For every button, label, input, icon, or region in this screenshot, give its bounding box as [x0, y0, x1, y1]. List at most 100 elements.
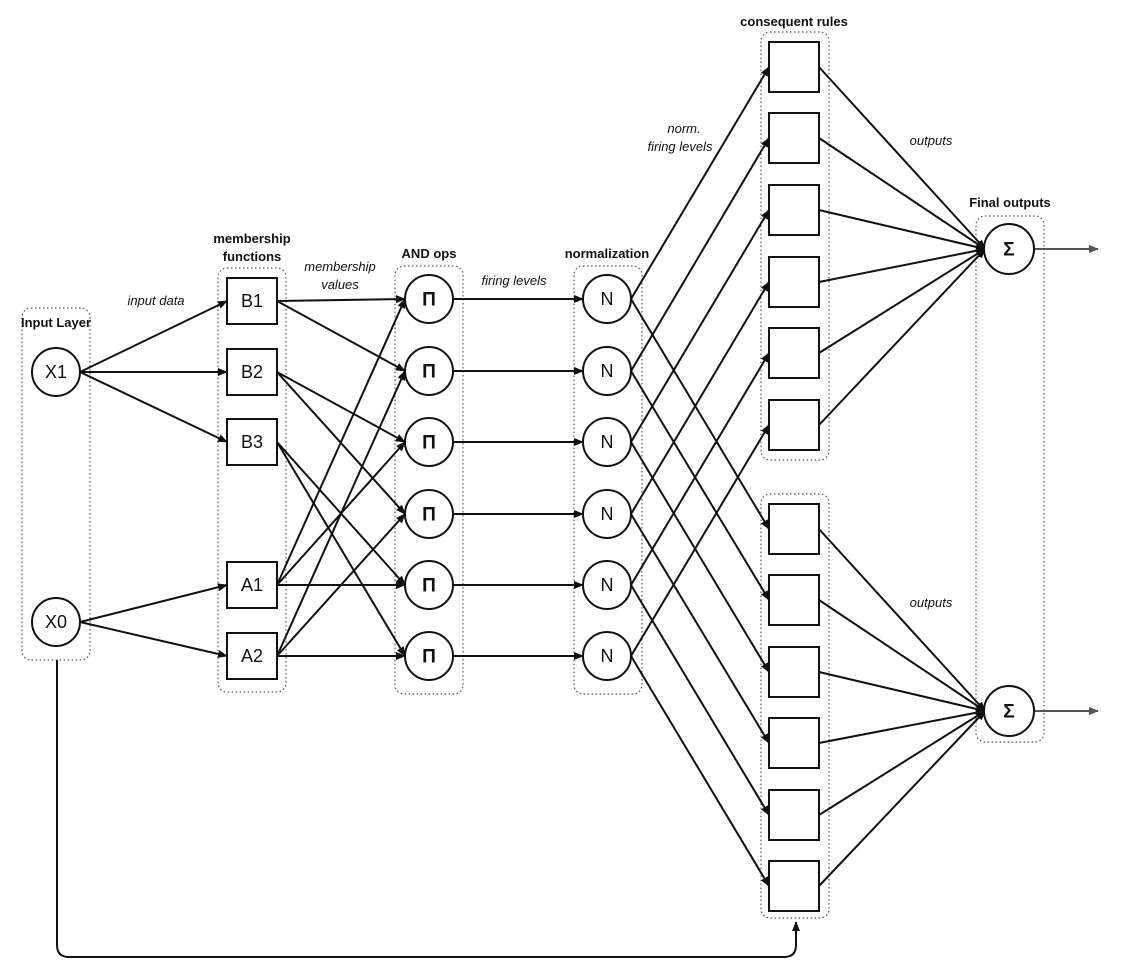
consequent-rule-6: [768, 399, 820, 451]
edge-membership-1-and-2: [276, 371, 406, 443]
outputs-label-top: outputs: [910, 133, 953, 148]
edge-membership-0-and-0: [276, 295, 406, 304]
consequent-rules-bottom-box: [760, 493, 830, 919]
input-data-label: input data: [127, 293, 184, 308]
membership-values-label-2: values: [321, 277, 359, 292]
input-node-x1-label: X1: [45, 362, 67, 382]
norm-node-2-symbol: N: [601, 361, 614, 381]
norm-node-5-symbol: N: [601, 575, 614, 595]
edge-norm-0-rule-top-0: [630, 66, 770, 300]
edge-membership-3-and-0: [276, 298, 406, 586]
membership-functions-title-1: membership: [213, 231, 290, 246]
consequent-rules-title: consequent rules: [740, 14, 848, 29]
norm-node-5: N: [582, 560, 632, 610]
edge-rule-bottom-1-sum: [818, 599, 986, 712]
membership-node-b2-label: B2: [241, 362, 263, 382]
edge-rule-top-1-sum: [818, 137, 986, 250]
edge-membership-2-and-5: [276, 441, 406, 657]
membership-values-label-1: membership: [304, 259, 376, 274]
edge-norm-2-rule-top-2: [630, 209, 770, 443]
edge-norm-3-rule-bottom-3: [630, 513, 770, 744]
input-node-x0: X0: [31, 597, 81, 647]
edge-rule-bottom-4-sum: [818, 710, 986, 816]
input-node-x0-label: X0: [45, 612, 67, 632]
edge-rule-top-0-sum: [818, 66, 986, 250]
and-ops-box: [394, 265, 464, 695]
sum-node-top-symbol: Σ: [1003, 240, 1014, 261]
and-node-3-symbol: Π: [422, 433, 436, 454]
consequent-rule-2: [768, 112, 820, 164]
edge-rule-top-5-sum: [818, 248, 986, 426]
input-layer-title: Input Layer: [21, 315, 91, 330]
edge-norm-3-rule-top-3: [630, 281, 770, 515]
normalization-title: normalization: [565, 246, 650, 261]
and-node-2-symbol: Π: [422, 362, 436, 383]
edge-norm-0-rule-bottom-0: [630, 298, 770, 530]
membership-node-b3: B3: [226, 418, 278, 466]
edge-norm-5-rule-bottom-5: [630, 655, 770, 887]
norm-node-3-symbol: N: [601, 432, 614, 452]
membership-node-a2-label: A2: [241, 646, 263, 666]
consequent-rule-10: [768, 717, 820, 769]
firing-levels-label: firing levels: [481, 273, 547, 288]
norm-firing-levels-label-1: norm.: [667, 121, 700, 136]
membership-functions-title-2: functions: [223, 249, 282, 264]
x0-feedback-path: [56, 660, 800, 958]
normalization-box: [573, 265, 643, 695]
connection-edges: [79, 66, 986, 887]
edge-membership-0-and-1: [276, 300, 406, 372]
membership-functions-box: [217, 267, 287, 693]
sum-node-bottom-symbol: Σ: [1003, 702, 1014, 723]
input-node-x1: X1: [31, 347, 81, 397]
norm-node-4: N: [582, 489, 632, 539]
norm-node-1: N: [582, 274, 632, 324]
and-node-5-symbol: Π: [422, 576, 436, 597]
edge-membership-4-and-1: [276, 370, 406, 657]
membership-node-a2: A2: [226, 632, 278, 680]
edge-x1-b1: [79, 300, 228, 373]
consequent-rule-5: [768, 327, 820, 379]
edge-membership-4-and-3: [276, 513, 406, 657]
and-node-2: Π: [404, 346, 454, 396]
norm-node-3: N: [582, 417, 632, 467]
membership-node-b3-label: B3: [241, 432, 263, 452]
consequent-rule-4: [768, 256, 820, 308]
and-node-6-symbol: Π: [422, 647, 436, 668]
and-node-4-symbol: Π: [422, 505, 436, 526]
consequent-rule-12: [768, 860, 820, 912]
norm-firing-levels-label-2: firing levels: [647, 139, 713, 154]
edge-norm-1-rule-top-1: [630, 137, 770, 372]
and-node-5: Π: [404, 560, 454, 610]
edge-x0-a2: [79, 621, 228, 658]
edge-norm-2-rule-bottom-2: [630, 441, 770, 673]
consequent-rule-7: [768, 503, 820, 555]
norm-node-4-symbol: N: [601, 504, 614, 524]
edge-norm-5-rule-top-5: [630, 424, 770, 657]
norm-node-6-symbol: N: [601, 646, 614, 666]
edge-rule-bottom-0-sum: [818, 528, 986, 712]
consequent-rule-11: [768, 789, 820, 841]
membership-node-a1-label: A1: [241, 575, 263, 595]
edge-norm-4-rule-bottom-4: [630, 584, 770, 816]
and-node-1-symbol: Π: [422, 290, 436, 311]
and-node-3: Π: [404, 417, 454, 467]
edge-x0-a1: [79, 583, 228, 623]
norm-node-6: N: [582, 631, 632, 681]
outputs-label-bottom: outputs: [910, 595, 953, 610]
edge-rule-top-4-sum: [818, 248, 986, 354]
edge-rule-bottom-3-sum: [818, 708, 986, 744]
edge-x1-b3: [79, 371, 228, 443]
edge-rule-bottom-5-sum: [818, 710, 986, 887]
sum-node-bottom: Σ: [983, 685, 1035, 737]
membership-node-b1: B1: [226, 277, 278, 325]
and-node-1: Π: [404, 274, 454, 324]
final-outputs-title: Final outputs: [969, 195, 1051, 210]
membership-node-b2: B2: [226, 348, 278, 396]
edge-norm-1-rule-bottom-1: [630, 370, 770, 601]
consequent-rule-1: [768, 41, 820, 93]
final-outputs-box: [975, 215, 1045, 743]
edge-norm-4-rule-top-4: [630, 352, 770, 586]
consequent-rule-3: [768, 184, 820, 236]
and-node-6: Π: [404, 631, 454, 681]
